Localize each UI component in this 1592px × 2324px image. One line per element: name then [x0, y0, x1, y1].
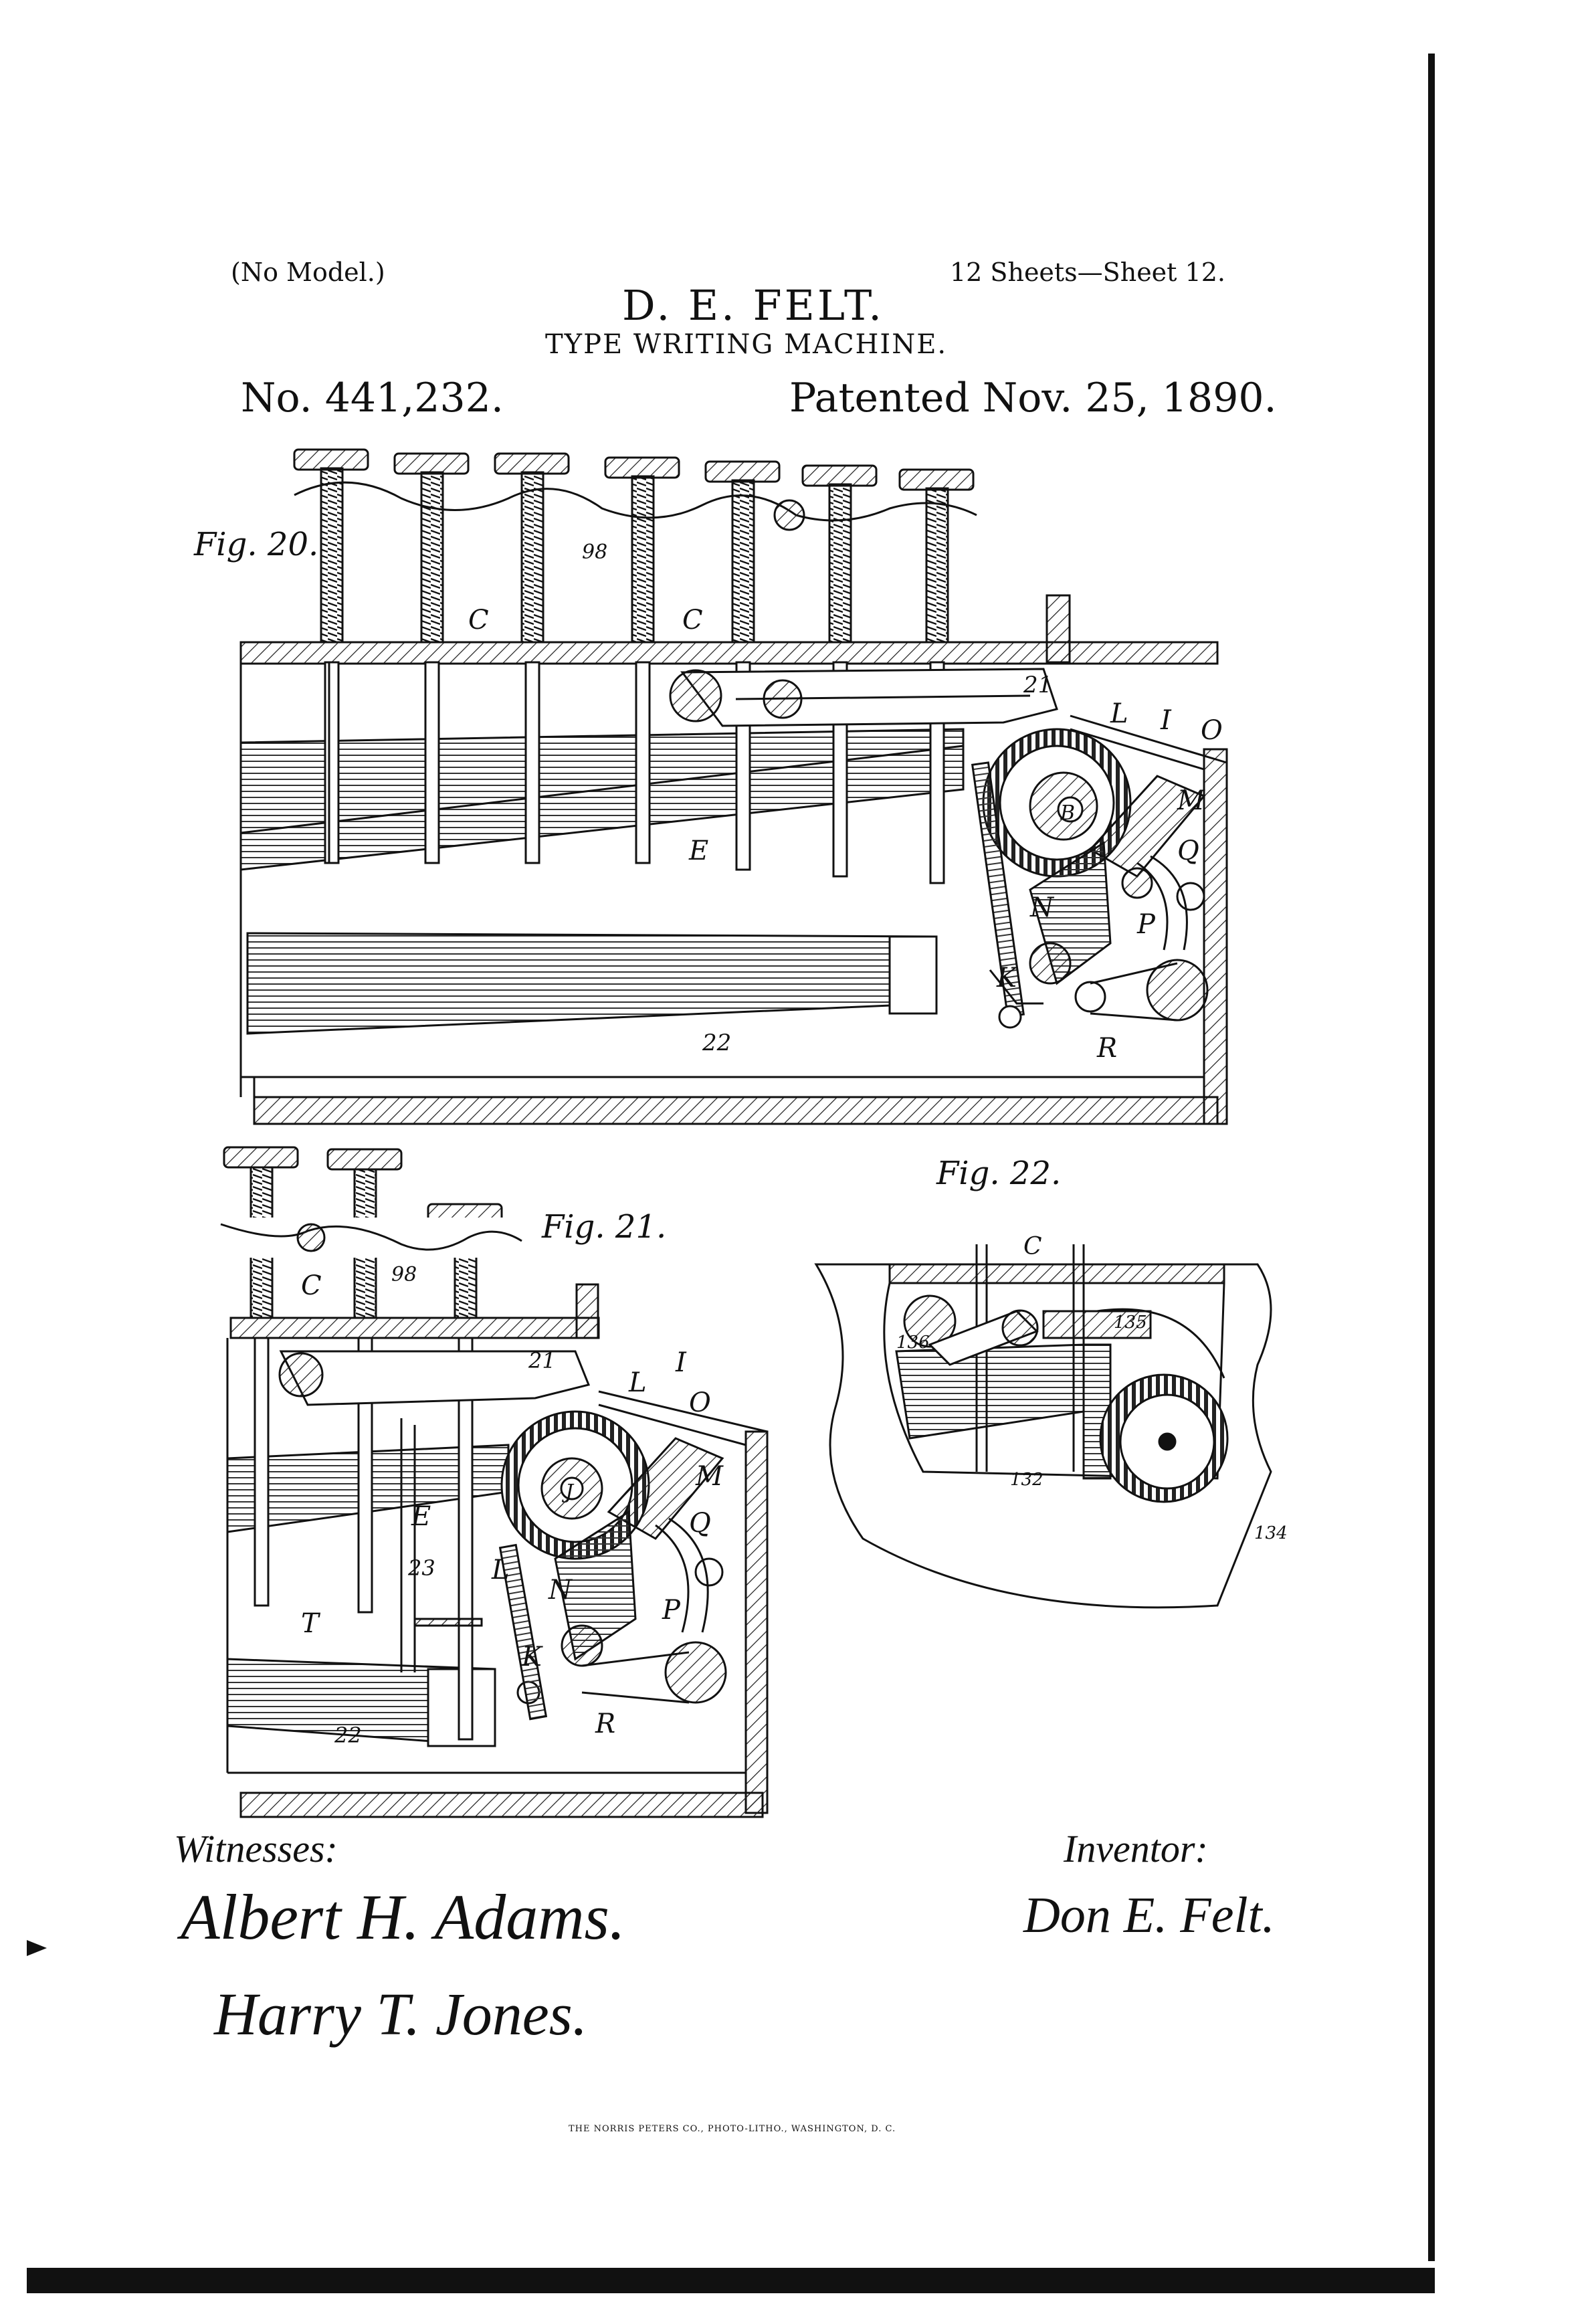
witnesses-label: Witnesses:: [174, 1827, 338, 1870]
figure-22-labels: Fig. 22. C 135 136 132 134: [896, 1155, 1288, 1543]
svg-text:P: P: [1136, 909, 1156, 940]
svg-text:I: I: [1160, 705, 1172, 736]
svg-text:O: O: [1201, 715, 1223, 746]
svg-text:L: L: [628, 1367, 647, 1398]
svg-text:21: 21: [1023, 672, 1052, 698]
svg-text:98: 98: [391, 1263, 417, 1286]
svg-text:C: C: [682, 605, 703, 636]
witness-signature-2: Harry T. Jones.: [214, 1981, 588, 2048]
svg-text:135: 135: [1114, 1313, 1147, 1333]
svg-text:21: 21: [528, 1348, 556, 1373]
svg-text:L: L: [1110, 698, 1128, 729]
fig20-label: Fig. 20.: [193, 526, 318, 563]
inventor-signature: Don E. Felt.: [1023, 1887, 1275, 1943]
patent-number: No. 441,232.: [241, 375, 504, 421]
svg-text:I: I: [675, 1347, 687, 1378]
figure-20: [239, 448, 1228, 1125]
svg-text:22: 22: [702, 1030, 731, 1056]
svg-text:R: R: [1096, 1033, 1117, 1064]
svg-text:B: B: [1060, 801, 1075, 825]
figure-21: [220, 1146, 769, 1818]
svg-text:98: 98: [582, 541, 607, 564]
svg-text:P: P: [662, 1595, 681, 1626]
inventor-label: Inventor:: [1064, 1827, 1208, 1870]
right-edge-mark: [1428, 54, 1435, 2261]
svg-text:O: O: [689, 1387, 711, 1418]
patent-title: TYPE WRITING MACHINE.: [545, 329, 948, 360]
svg-text:T: T: [301, 1608, 321, 1639]
svg-text:134: 134: [1254, 1523, 1288, 1543]
patent-date: Patented Nov. 25, 1890.: [789, 375, 1277, 421]
svg-text:L: L: [491, 1555, 510, 1585]
svg-text:N: N: [548, 1575, 573, 1606]
svg-text:Q: Q: [1177, 836, 1199, 866]
fig21-label: Fig. 21.: [541, 1208, 666, 1246]
svg-text:E: E: [688, 836, 708, 866]
svg-text:C: C: [468, 605, 489, 636]
svg-text:N: N: [1029, 892, 1055, 923]
printer-note: THE NORRIS PETERS CO., PHOTO-LITHO., WAS…: [569, 2124, 896, 2134]
figure-21-labels: Fig. 21. 98 C 21 L I O J M Q L N P K R E…: [301, 1208, 724, 1748]
witness-signature-1: Albert H. Adams.: [181, 1881, 625, 1953]
figure-22: [814, 1244, 1272, 1609]
model-note: (No Model.): [231, 258, 385, 287]
svg-text:22: 22: [334, 1723, 362, 1748]
fig22-label: Fig. 22.: [936, 1155, 1061, 1192]
svg-text:M: M: [1177, 785, 1205, 816]
bottom-edge-mark: [27, 2268, 1435, 2293]
svg-text:K: K: [521, 1642, 543, 1672]
svg-text:C: C: [301, 1270, 322, 1301]
svg-text:K: K: [996, 963, 1018, 993]
figure-20-labels: Fig. 20. 98 C C 21 L I O M Q N P K R E 2…: [193, 526, 1223, 1064]
svg-text:132: 132: [1010, 1470, 1043, 1490]
svg-text:23: 23: [407, 1555, 435, 1581]
svg-text:C: C: [1023, 1233, 1042, 1260]
svg-text:M: M: [695, 1461, 724, 1492]
inventor-name: D. E. FELT.: [622, 281, 884, 330]
svg-text:R: R: [595, 1709, 615, 1739]
margin-arrow: [27, 1940, 47, 1956]
svg-text:E: E: [411, 1501, 431, 1532]
sheet-count: 12 Sheets—Sheet 12.: [950, 258, 1225, 287]
svg-text:136: 136: [896, 1333, 930, 1353]
svg-text:Q: Q: [689, 1508, 711, 1539]
